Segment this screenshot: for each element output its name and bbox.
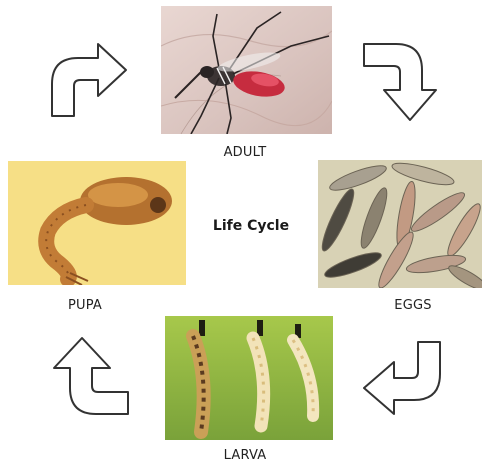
curved-arrow-down-icon bbox=[360, 40, 440, 124]
larva-image bbox=[165, 316, 333, 440]
diagram-title: Life Cycle bbox=[196, 218, 306, 234]
stage-label-adult: ADULT bbox=[200, 145, 290, 160]
stage-label-larva: LARVA bbox=[200, 448, 290, 463]
stage-label-eggs: EGGS bbox=[368, 298, 458, 313]
curved-arrow-right-icon bbox=[48, 40, 130, 120]
curved-arrow-up-icon bbox=[50, 334, 132, 418]
stage-label-pupa: PUPA bbox=[40, 298, 130, 313]
curved-arrow-left-icon bbox=[360, 338, 444, 418]
eggs-image bbox=[318, 160, 482, 288]
pupa-image bbox=[8, 161, 186, 285]
adult-mosquito-image bbox=[161, 6, 332, 134]
